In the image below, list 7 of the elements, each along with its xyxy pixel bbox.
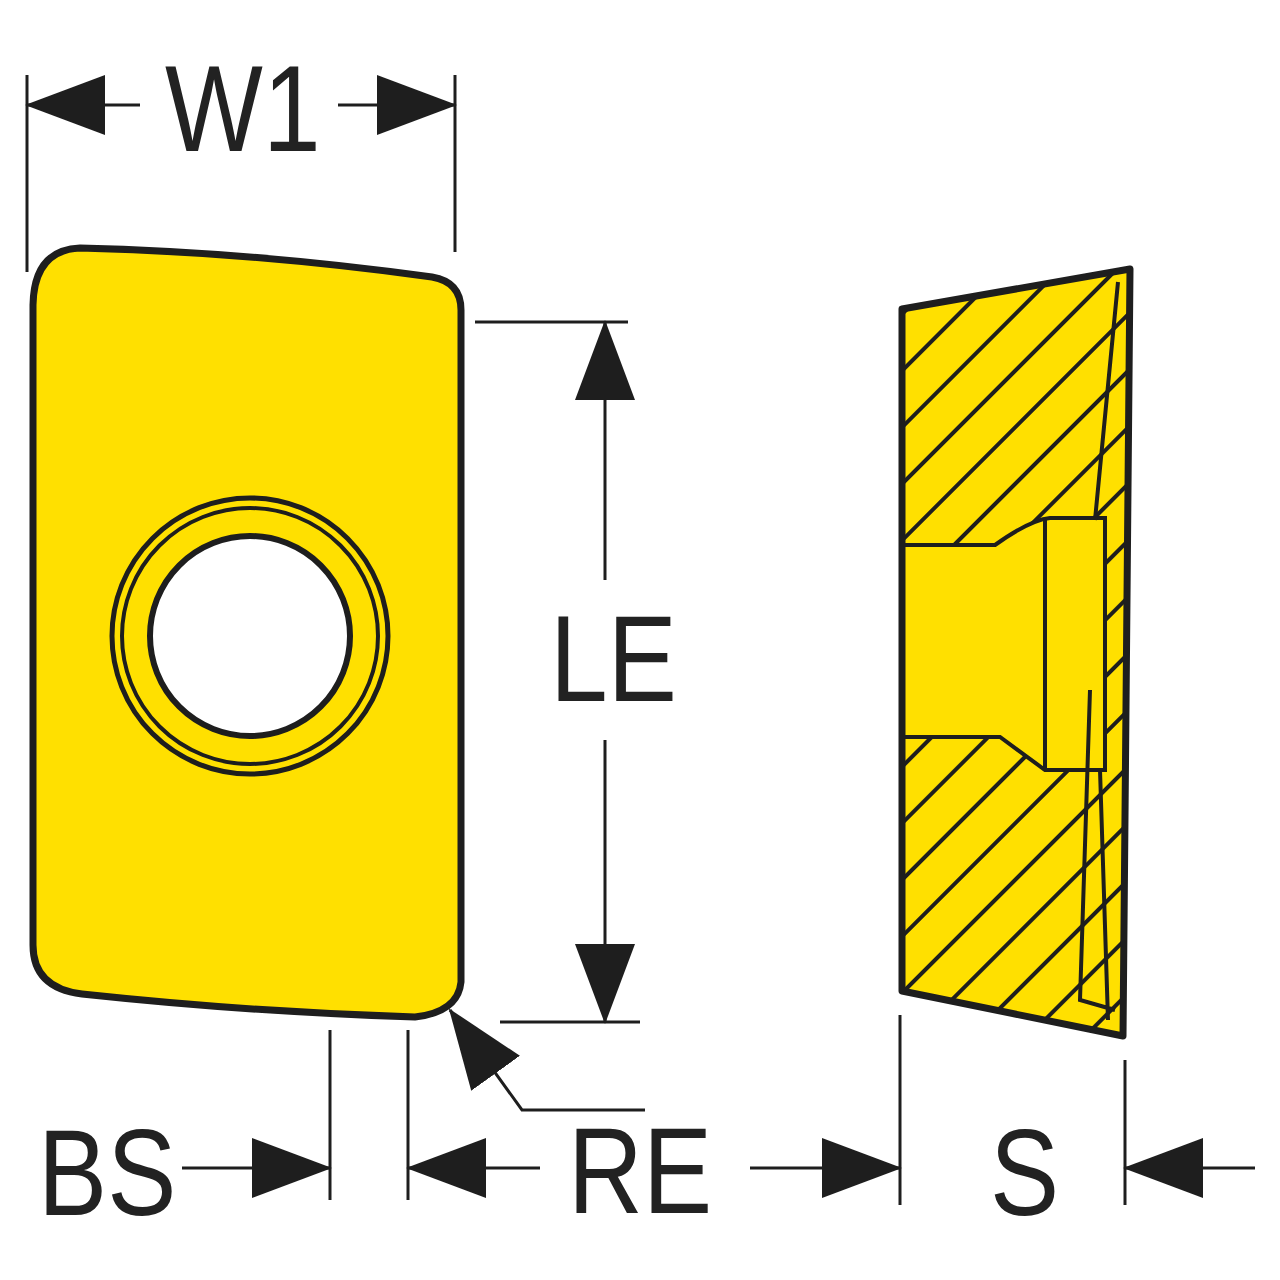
insert-front-view-drawing bbox=[28, 244, 466, 1022]
leader-line bbox=[448, 1008, 645, 1112]
dimension-label: LE bbox=[550, 598, 677, 720]
dimension-label: RE bbox=[568, 1110, 713, 1232]
dimension-label: W1 bbox=[165, 48, 321, 170]
dimension-label: S bbox=[990, 1112, 1060, 1234]
dimension-label: BS bbox=[38, 1112, 177, 1234]
